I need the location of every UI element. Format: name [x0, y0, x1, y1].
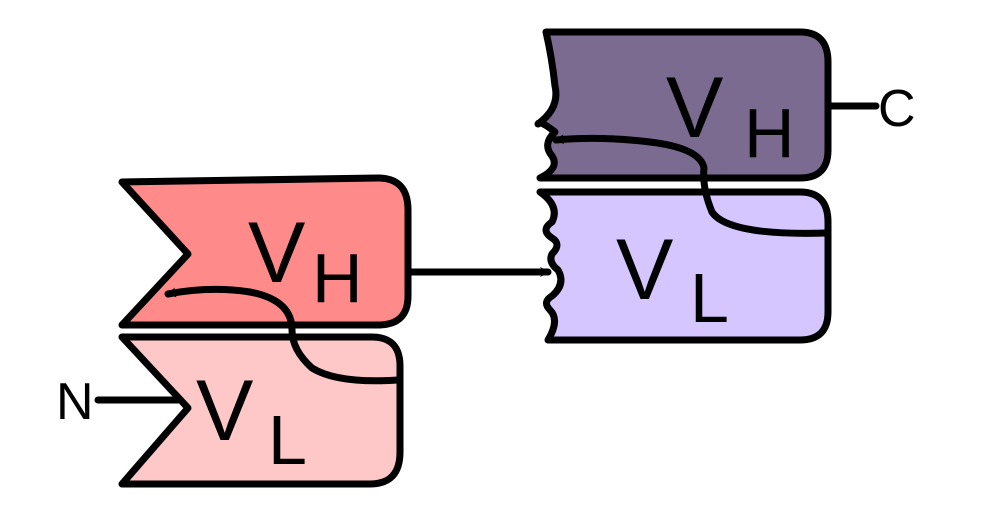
vh-right-sub-label: H [744, 94, 795, 172]
vh-right-main-label: V [666, 60, 723, 156]
vl-right-main-label: V [616, 222, 673, 318]
vl-right-sub-label: L [690, 259, 729, 337]
vl-left-domain [118, 333, 404, 488]
vl-right-domain [536, 188, 832, 344]
vl-left-sub-label: L [268, 401, 307, 479]
linker-left-arrow [164, 285, 402, 385]
vl-left-main-label: V [196, 363, 253, 459]
vh-left-sub-label: H [312, 239, 363, 317]
vh-left-main-label: V [248, 205, 305, 301]
c-terminus-label: C [878, 80, 916, 138]
n-terminus-label: N [56, 373, 94, 431]
linker-right-arrow [552, 134, 830, 237]
